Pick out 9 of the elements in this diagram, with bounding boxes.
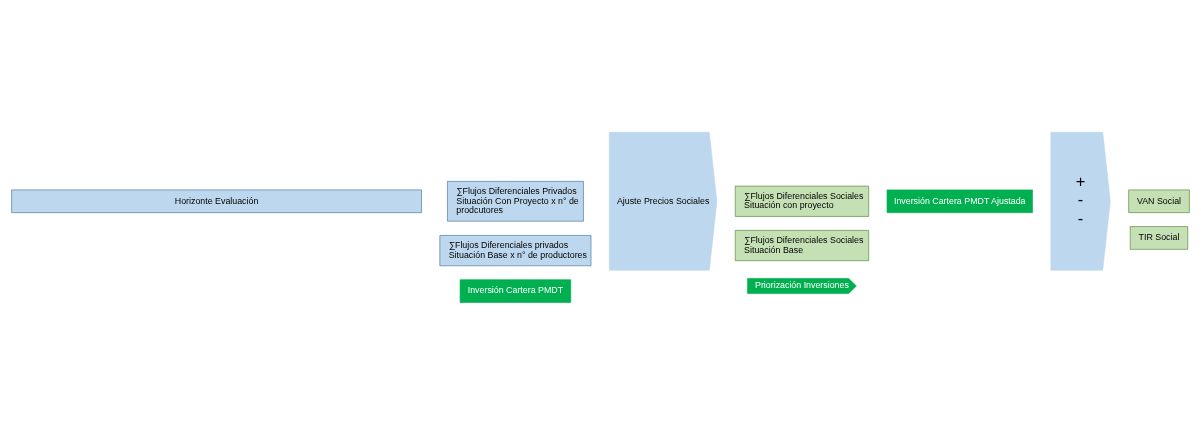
node-box: TIR Social: [1129, 226, 1189, 250]
node-box: ∑Flujos Diferenciales privados Situación Base x n° de productores: [439, 235, 592, 267]
node-box: Inversión Cartera PMDT: [459, 279, 572, 303]
node-box: Inversión Cartera PMDT Ajustada: [886, 189, 1033, 213]
node-box: ∑Flujos Diferenciales Privados Situación Con Proyecto x n° de prodcutores: [447, 181, 584, 222]
node-box: ∑Flujos Diferenciales Sociales Situación con proyecto: [734, 185, 869, 217]
node-box: Horizonte Evaluación: [11, 189, 422, 213]
node-box: ∑Flujos Diferenciales Sociales Situación Base: [734, 230, 869, 262]
node-box: VAN Social: [1128, 189, 1190, 213]
